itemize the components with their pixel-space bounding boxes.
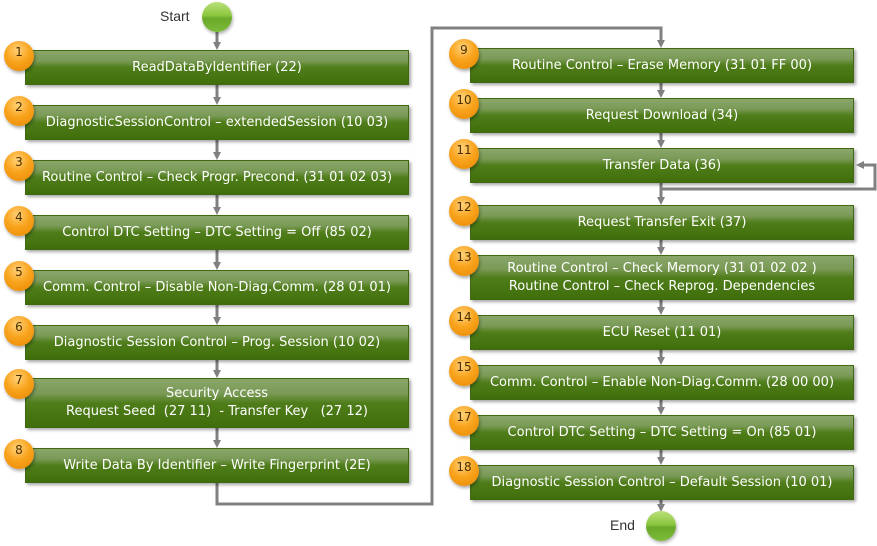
step-box-17: Control DTC Setting – DTC Setting = On (… — [470, 415, 854, 450]
step-number-badge: 7 — [4, 369, 34, 399]
step-box-10: Request Download (34) — [470, 98, 854, 133]
step-label: Security Access — [165, 386, 269, 401]
arrow-8-to-9 — [215, 26, 665, 506]
step-number-badge: 18 — [449, 456, 479, 486]
step-label: Diagnostic Session Control – Default Ses… — [491, 474, 833, 490]
step-number-badge: 6 — [4, 316, 34, 346]
step-label: Request Transfer Exit (37) — [577, 214, 747, 230]
step-box-5: Comm. Control – Disable Non-Diag.Comm. (… — [25, 270, 409, 305]
step-label: ECU Reset (11 01) — [602, 324, 722, 340]
step-box-9: Routine Control – Erase Memory (31 01 FF… — [470, 48, 854, 83]
step-number-badge: 14 — [449, 306, 479, 336]
step-box-14: ECU Reset (11 01) — [470, 315, 854, 350]
step-box-6: Diagnostic Session Control – Prog. Sessi… — [25, 325, 409, 360]
step-box-3: Routine Control – Check Progr. Precond. … — [25, 160, 409, 195]
step-label: Write Data By Identifier – Write Fingerp… — [63, 457, 371, 473]
step-number-badge: 2 — [4, 96, 34, 126]
step-label: Routine Control – Check Memory (31 01 02… — [507, 260, 817, 276]
step-box-8: Write Data By Identifier – Write Fingerp… — [25, 448, 409, 483]
step-number-badge: 15 — [449, 356, 479, 386]
step-box-15: Comm. Control – Enable Non-Diag.Comm. (2… — [470, 365, 854, 400]
step-number-badge: 17 — [449, 406, 479, 436]
step-label: Routine Control – Check Reprog. Dependen… — [508, 278, 816, 294]
start-node — [202, 2, 232, 32]
step-box-13: Routine Control – Check Memory (31 01 02… — [470, 255, 854, 300]
step-label: Request Seed (27 11) - Transfer Key (27 … — [66, 404, 368, 419]
step-label: Routine Control – Erase Memory (31 01 FF… — [511, 57, 813, 73]
step-label: Comm. Control – Disable Non-Diag.Comm. (… — [43, 279, 391, 295]
step-label: Transfer Data (36) — [602, 157, 722, 173]
step-label: Control DTC Setting – DTC Setting = On (… — [507, 424, 817, 440]
end-node — [646, 511, 676, 541]
step-label: DiagnosticSessionControl – extendedSessi… — [45, 114, 389, 130]
step-number-badge: 12 — [449, 196, 479, 226]
step-label: Comm. Control – Enable Non-Diag.Comm. (2… — [489, 374, 835, 390]
step-box-4: Control DTC Setting – DTC Setting = Off … — [25, 215, 409, 250]
step-label: Diagnostic Session Control – Prog. Sessi… — [53, 334, 381, 350]
step-number-badge: 11 — [449, 139, 479, 169]
step-box-1: ReadDataByIdentifier (22) — [25, 50, 409, 85]
step-box-12: Request Transfer Exit (37) — [470, 205, 854, 240]
step-label: Control DTC Setting – DTC Setting = Off … — [62, 224, 372, 240]
step-number-badge: 4 — [4, 206, 34, 236]
step-label: Request Download (34) — [585, 107, 739, 123]
step-number-badge: 1 — [4, 41, 34, 71]
end-label: End — [610, 517, 635, 533]
step-number-badge: 5 — [4, 261, 34, 291]
start-label: Start — [160, 8, 190, 24]
step-box-2: DiagnosticSessionControl – extendedSessi… — [25, 105, 409, 140]
step-number-badge: 13 — [449, 246, 479, 276]
step-box-11: Transfer Data (36) — [470, 148, 854, 183]
step-number-badge: 8 — [4, 439, 34, 469]
step-number-badge: 3 — [4, 151, 34, 181]
step-number-badge: 10 — [449, 89, 479, 119]
step-box-18: Diagnostic Session Control – Default Ses… — [470, 465, 854, 500]
arrow-transfer-loop — [661, 161, 877, 191]
step-label: ReadDataByIdentifier (22) — [132, 59, 302, 75]
step-label: Routine Control – Check Progr. Precond. … — [41, 169, 393, 185]
step-number-badge: 9 — [449, 39, 479, 69]
